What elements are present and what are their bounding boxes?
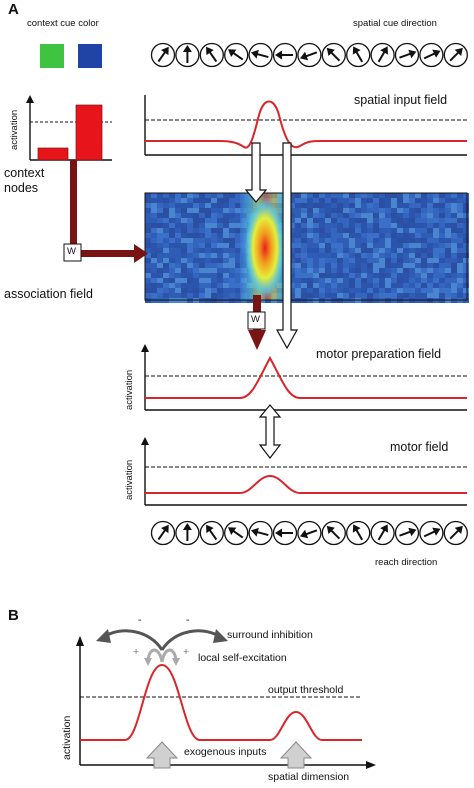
inhibition-minus-left: - bbox=[138, 614, 142, 626]
spatial-cue-arrowhead-icon bbox=[161, 46, 169, 56]
panel-b-activation-curve bbox=[80, 663, 362, 741]
panel-b-xlabel: spatial dimension bbox=[268, 771, 350, 783]
reach-direction-arrowhead-icon bbox=[228, 527, 237, 535]
association-field-heatmap bbox=[144, 192, 469, 303]
association-field-label: association field bbox=[4, 287, 93, 301]
exogenous-input-arrow-right bbox=[279, 741, 313, 769]
surround-inhibition-arc-left bbox=[101, 629, 164, 651]
spatial-cue-arrowhead-icon bbox=[182, 45, 192, 52]
reach-direction-label: reach direction bbox=[375, 557, 438, 568]
exogenous-input-arrow-left bbox=[145, 741, 179, 769]
weight-box-context bbox=[63, 243, 82, 262]
spatial-cue-arrowhead-icon bbox=[408, 49, 417, 59]
context-to-association-arrow-horizontal bbox=[70, 250, 136, 257]
reach-direction-arrowhead-icon bbox=[182, 523, 192, 530]
context-to-association-arrow-vertical bbox=[70, 160, 77, 253]
motor-field-plot bbox=[141, 437, 467, 506]
panel-b-letter: B bbox=[8, 607, 19, 624]
local-self-excitation-label: local self-excitation bbox=[198, 652, 287, 664]
reach-direction-arrowhead-icon bbox=[300, 529, 309, 539]
motor-field-ylabel: activation bbox=[124, 459, 135, 500]
context-nodes-plot bbox=[26, 95, 112, 161]
spatial-cue-arrowhead-icon bbox=[250, 49, 259, 59]
panel-a-letter: A bbox=[8, 1, 19, 18]
weight-box-association bbox=[247, 311, 266, 330]
weight-label-context: W bbox=[67, 246, 76, 257]
motor-preparation-ylabel: activation bbox=[124, 369, 135, 410]
context-cue-label: context cue color bbox=[27, 18, 99, 29]
context-nodes-ylabel: activation bbox=[9, 109, 20, 150]
spatial-cue-arrowhead-icon bbox=[454, 47, 463, 57]
panel-b-ylabel: activation bbox=[61, 715, 73, 760]
weight-label-association: W bbox=[251, 314, 260, 325]
reach-direction-arrowhead-icon bbox=[326, 525, 335, 535]
reach-direction-arrowhead-icon bbox=[454, 525, 463, 535]
context-nodes-label-2: nodes bbox=[4, 181, 39, 195]
spatial-cue-circles bbox=[150, 42, 468, 68]
motor-prep-motor-field-arrow bbox=[258, 404, 282, 459]
spatial-input-field-plot bbox=[144, 95, 467, 156]
spatial-cue-label: spatial cue direction bbox=[353, 18, 437, 29]
input-to-motor-prep-arrow bbox=[275, 142, 299, 350]
excitation-plus-left: + bbox=[133, 646, 140, 658]
spatial-input-curve bbox=[145, 100, 467, 149]
reach-direction-arrowhead-icon bbox=[161, 524, 169, 534]
reach-direction-arrowhead-icon bbox=[250, 527, 259, 537]
motor-preparation-curve bbox=[145, 355, 467, 399]
arrows-panel-a bbox=[63, 142, 299, 459]
reach-direction-arrowhead-icon bbox=[432, 527, 441, 536]
context-cue-blue-swatch bbox=[78, 44, 102, 68]
reach-direction-arrowhead-icon bbox=[352, 524, 361, 533]
input-to-association-arrow bbox=[244, 142, 268, 203]
context-nodes-label-1: context bbox=[4, 166, 45, 180]
surround-inhibition-label: surround inhibition bbox=[227, 629, 313, 641]
spatial-cue-arrowhead-icon bbox=[326, 47, 335, 57]
output-threshold-label: output threshold bbox=[268, 684, 344, 696]
motor-preparation-field-plot bbox=[141, 344, 467, 411]
motor-field-label: motor field bbox=[390, 440, 449, 454]
spatial-cue-arrowhead-icon bbox=[228, 49, 237, 57]
excitation-plus-right: + bbox=[183, 646, 190, 658]
reach-direction-arrowhead-icon bbox=[206, 524, 214, 534]
exogenous-inputs-label: exogenous inputs bbox=[184, 746, 267, 758]
panel-b-plot bbox=[76, 629, 376, 769]
spatial-cue-arrowhead-icon bbox=[380, 46, 388, 55]
reach-direction-circles bbox=[150, 520, 468, 546]
spatial-cue-arrowhead-icon bbox=[432, 49, 441, 58]
spatial-input-field-label: spatial input field bbox=[354, 93, 448, 107]
context-bar-green bbox=[37, 147, 69, 161]
context-cue-green-swatch bbox=[40, 44, 64, 68]
spatial-cue-arrowhead-icon bbox=[206, 46, 214, 56]
self-excitation-arc-right bbox=[160, 648, 178, 663]
surround-inhibition-arc-right bbox=[160, 629, 223, 651]
reach-direction-arrowhead-icon bbox=[408, 527, 417, 537]
motor-field-curve bbox=[145, 474, 467, 494]
motor-preparation-field-label: motor preparation field bbox=[316, 347, 442, 361]
reach-direction-arrowhead-icon bbox=[380, 524, 388, 533]
spatial-cue-arrowhead-icon bbox=[275, 50, 282, 60]
inhibition-minus-right: - bbox=[186, 614, 190, 626]
spatial-cue-arrowhead-icon bbox=[300, 51, 309, 61]
spatial-cue-arrowhead-icon bbox=[352, 46, 361, 55]
reach-direction-arrowhead-icon bbox=[275, 528, 282, 538]
context-bar-blue bbox=[75, 104, 103, 161]
